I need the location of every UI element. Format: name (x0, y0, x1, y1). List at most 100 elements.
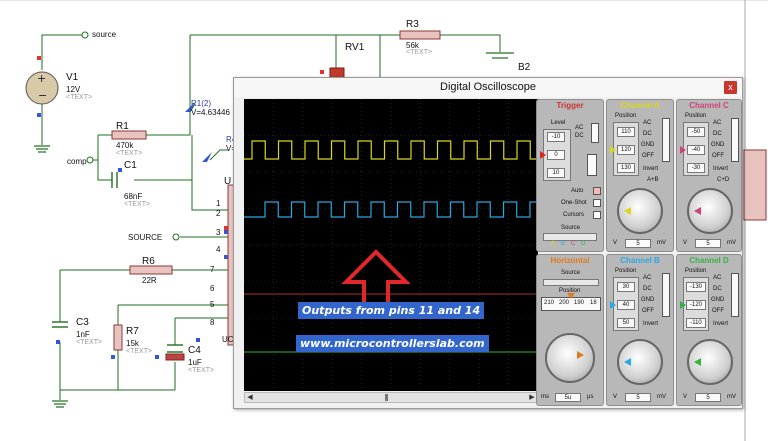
mode-gnd: GND (711, 142, 725, 148)
auto-label: Auto (571, 188, 584, 194)
source-d[interactable]: D (581, 241, 586, 247)
horizontal-scrollbar[interactable]: ◀ ▶ (244, 392, 538, 403)
pin-number: 1 (216, 199, 221, 208)
c4-value: 1uF (188, 358, 202, 367)
one-shot-label: One-Shot (561, 200, 587, 206)
close-button[interactable]: x (724, 81, 737, 94)
position-tick: 120 (617, 145, 635, 155)
channel-b-section: Channel B Position 30 40 50 AC DC GND OF… (606, 254, 674, 406)
trigger-source-selector[interactable] (543, 233, 597, 241)
r7-label: R7 (126, 326, 139, 337)
v1-text: <TEXT> (66, 94, 93, 101)
r3-value: 56k (406, 41, 419, 50)
channel-c-title: Channel C (689, 101, 729, 110)
c3-text: <TEXT> (76, 339, 103, 346)
position-marker-icon (610, 146, 616, 154)
channel-a-coupling-switch[interactable] (662, 118, 670, 162)
source-terminal-label-2: SOURCE (128, 233, 163, 242)
scale-unit: mV (657, 394, 666, 400)
position-tick: -30 (687, 163, 705, 173)
invert-label: Invert (643, 166, 659, 172)
one-shot-button[interactable] (593, 199, 601, 207)
position-tick: 110 (617, 127, 635, 137)
channel-d-section: Channel D Position -130 -120 -110 AC DC … (676, 254, 742, 406)
position-tick: 50 (617, 318, 635, 328)
position-marker-icon (610, 301, 616, 309)
position-tick: 30 (617, 282, 635, 292)
level-label: Level (551, 120, 566, 126)
probe-r1-label: R1(2) (191, 99, 212, 108)
channel-b-coupling-switch[interactable] (662, 273, 670, 317)
position-tick: 200 (559, 300, 570, 306)
level-marker-icon (540, 151, 546, 159)
ab-label: A+B (647, 177, 659, 183)
horizontal-source-slider[interactable] (543, 279, 599, 286)
mode-dc: DC (643, 286, 652, 292)
r7-value: 15k (126, 339, 139, 348)
channel-a-scale-value: 5 (625, 239, 651, 248)
channel-b-trace (244, 201, 538, 218)
mode-ac: AC (713, 120, 722, 126)
channel-c-coupling-switch[interactable] (731, 118, 739, 162)
trigger-ac: AC (575, 125, 584, 131)
channel-b-scale-value: 5 (625, 393, 651, 402)
probe-r4-label: R4 (226, 135, 237, 144)
channel-c-scale-knob[interactable] (687, 188, 733, 234)
source-c[interactable]: C (571, 241, 576, 247)
position-tick: 18 (590, 300, 597, 306)
mode-ac: AC (643, 120, 652, 126)
pin-number: 8 (210, 318, 215, 327)
cursors-button[interactable] (593, 211, 601, 219)
r3-label: R3 (406, 19, 419, 30)
ic-uc-label: UC (222, 335, 234, 344)
c4-text: <TEXT> (188, 367, 215, 374)
v1-value: 12V (66, 85, 81, 94)
position-marker-icon (567, 293, 575, 299)
trigger-title: Trigger (556, 101, 584, 110)
c3-label: C3 (76, 317, 89, 328)
trigger-dc: DC (575, 133, 584, 139)
svg-text:+: + (37, 72, 46, 85)
horizontal-scale-knob[interactable] (545, 333, 595, 383)
scale-unit: mV (727, 394, 736, 400)
scroll-right-icon[interactable]: ▶ (529, 394, 535, 401)
mode-off: OFF (642, 153, 654, 159)
digital-oscilloscope-window: Digital Oscilloscope x Outputs from pins… (233, 77, 743, 409)
knob-pointer-icon (624, 358, 631, 366)
source-label: Source (561, 270, 581, 276)
position-tick: 40 (617, 300, 635, 310)
scale-unit: mV (657, 240, 666, 246)
ic-u-label: U (224, 176, 232, 187)
position-tick: 190 (574, 300, 585, 306)
scale-low: V (613, 240, 618, 246)
channel-d-coupling-switch[interactable] (731, 273, 739, 317)
control-panel: Trigger Level -10 0 10 AC DC Auto One-Sh… (534, 99, 742, 409)
scale-low: V (613, 394, 618, 400)
r6-label: R6 (142, 256, 155, 267)
position-marker-icon (680, 146, 686, 154)
invert-label: Invert (713, 321, 729, 327)
scroll-thumb[interactable] (385, 394, 388, 401)
auto-button[interactable] (593, 187, 601, 195)
r1-text: <TEXT> (116, 150, 143, 157)
scroll-left-icon[interactable]: ◀ (247, 394, 253, 401)
source-label: Source (561, 225, 581, 231)
trigger-section: Trigger Level -10 0 10 AC DC Auto One-Sh… (536, 99, 604, 252)
source-b[interactable]: B (561, 241, 566, 247)
mode-ac: AC (643, 275, 652, 281)
rv1-label: RV1 (345, 42, 365, 53)
mode-off: OFF (642, 308, 654, 314)
mode-dc: DC (713, 131, 722, 137)
position-label: Position (615, 113, 637, 119)
ac-dc-switch[interactable] (591, 123, 599, 143)
channel-b-title: Channel B (620, 256, 660, 265)
annotation-outputs: Outputs from pins 11 and 14 (298, 302, 485, 319)
position-tick: 130 (617, 163, 635, 173)
pin-number: 5 (210, 300, 215, 309)
pin-number: 4 (216, 245, 221, 254)
b2-label: B2 (518, 62, 531, 73)
edge-switch[interactable] (587, 154, 597, 176)
source-a[interactable]: A (551, 241, 556, 247)
scale-low: ms (541, 394, 549, 400)
